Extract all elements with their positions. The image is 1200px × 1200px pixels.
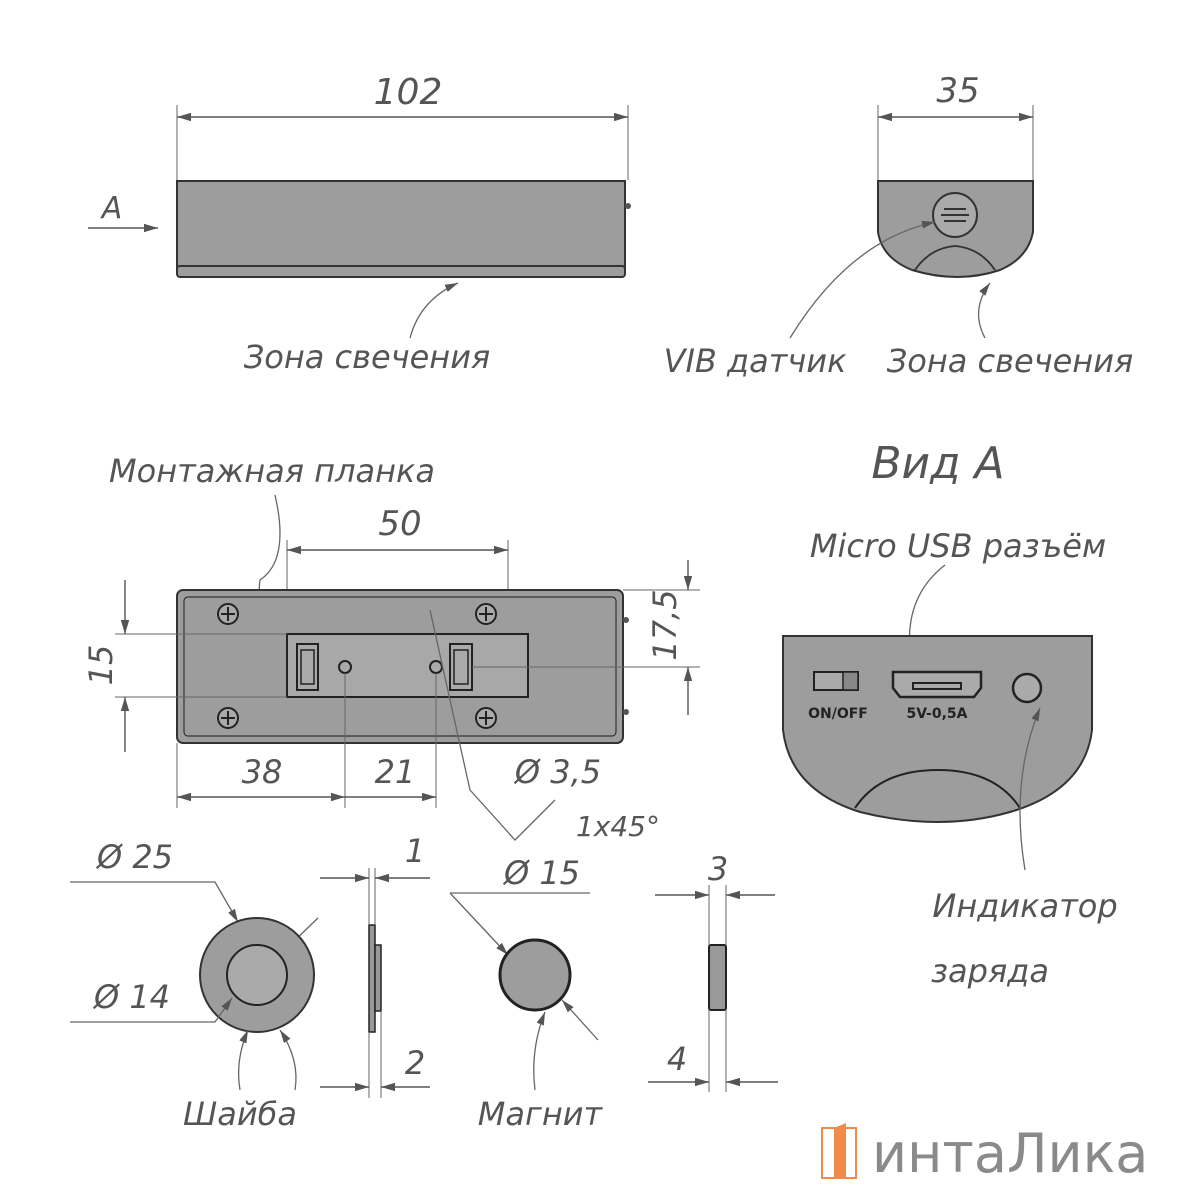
washer: Ø 25 Ø 14 Шайба 1 2: [70, 832, 430, 1133]
hole-spacing-dimension: 50: [378, 504, 421, 544]
brand-text: интаЛика: [872, 1122, 1148, 1185]
device-body: [176, 180, 626, 270]
usb-rating-label: 5V-0,5A: [906, 706, 967, 722]
width-dimension: 35: [936, 71, 979, 111]
magnet-label: Магнит: [478, 1095, 604, 1133]
length-dimension: 102: [374, 72, 443, 113]
screw-icons: [217, 603, 497, 729]
magnet-side: [708, 944, 727, 1011]
washer-thickness-2: 2: [405, 1044, 425, 1082]
view-a-title: Вид А: [871, 438, 1004, 489]
height-dimension: 17,5: [646, 589, 684, 660]
washer-outer-diameter: Ø 25: [95, 838, 173, 876]
top-view: 102 A Зона свечения: [88, 72, 631, 376]
magnet-front: [498, 938, 572, 1012]
washer-thickness-1: 1: [405, 832, 425, 870]
magnet-diameter: Ø 15: [502, 854, 580, 892]
magnet-thickness-1: 3: [708, 850, 728, 888]
on-off-label: ON/OFF: [808, 706, 868, 722]
vib-sensor-label: VIB датчик: [664, 342, 848, 380]
magnet: Ø 15 Магнит 3 4: [449, 850, 778, 1133]
view-a: Вид А Micro USB разъём ON/OFF 5V-0,5A Ин…: [782, 438, 1118, 990]
chamfer-dimension: 1x45°: [576, 810, 660, 843]
side-view: 35 VIB датчик Зона свечения: [664, 71, 1134, 380]
offset-21-dimension: 21: [375, 753, 416, 791]
magnet-thickness-2: 4: [667, 1040, 687, 1078]
watermark-logo: интаЛика: [821, 1122, 1148, 1185]
mounting-plate-label: Монтажная планка: [109, 452, 435, 490]
micro-usb-label: Micro USB разъём: [810, 527, 1106, 565]
side-glow-zone-label: Зона свечения: [887, 342, 1134, 380]
washer-side: [368, 924, 376, 1033]
bottom-view: Монтажная планка 50 15 17,5: [82, 452, 700, 843]
indicator-label-1: Индикатор: [932, 887, 1117, 925]
indicator-label-2: заряда: [931, 952, 1049, 990]
washer-inner-diameter: Ø 14: [92, 978, 170, 1016]
charge-indicator-icon: [1011, 672, 1043, 704]
glow-zone-label: Зона свечения: [244, 338, 491, 376]
micro-usb-port-icon: [891, 670, 983, 699]
offset-38-dimension: 38: [242, 753, 283, 791]
plate-height-dimension: 15: [82, 645, 120, 686]
hole-diameter-dimension: Ø 3,5: [513, 753, 601, 791]
view-a-arrow-label: A: [100, 191, 123, 226]
mounting-plate: [286, 633, 529, 698]
washer-label: Шайба: [183, 1095, 297, 1133]
